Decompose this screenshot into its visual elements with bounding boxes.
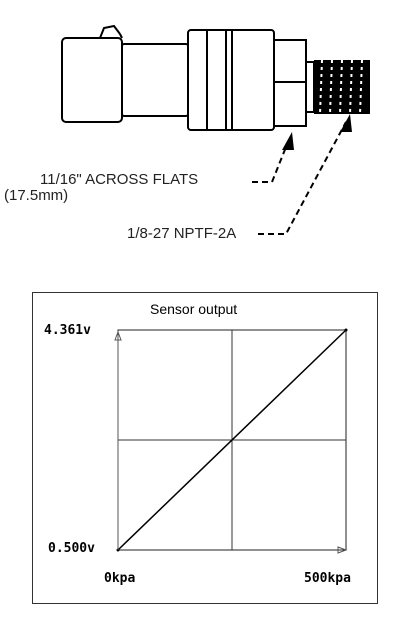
sensor-thread — [314, 59, 370, 115]
y-tick-label-min: 0.500v — [48, 541, 95, 556]
chart-title: Sensor output — [150, 301, 238, 317]
y-axis-arrow — [114, 330, 122, 341]
x-tick-label-min: 0kpa — [104, 571, 136, 586]
sensor-output-chart — [32, 292, 378, 604]
thread-leader — [258, 114, 352, 235]
flats-leader — [252, 132, 294, 183]
y-tick-label-max: 4.361v — [44, 323, 91, 338]
x-tick-label-max: 500kpa — [304, 571, 351, 586]
chart-axes — [114, 330, 348, 554]
x-axis-arrow — [337, 546, 348, 554]
flats-callout: 11/16" ACROSS FLATS — [40, 171, 199, 188]
flats-metric-callout: (17.5mm) — [4, 187, 69, 204]
series-point-0-1 — [344, 328, 348, 332]
series-line-0 — [117, 329, 347, 551]
thread-callout: 1/8-27 NPTF-2A — [127, 225, 237, 242]
